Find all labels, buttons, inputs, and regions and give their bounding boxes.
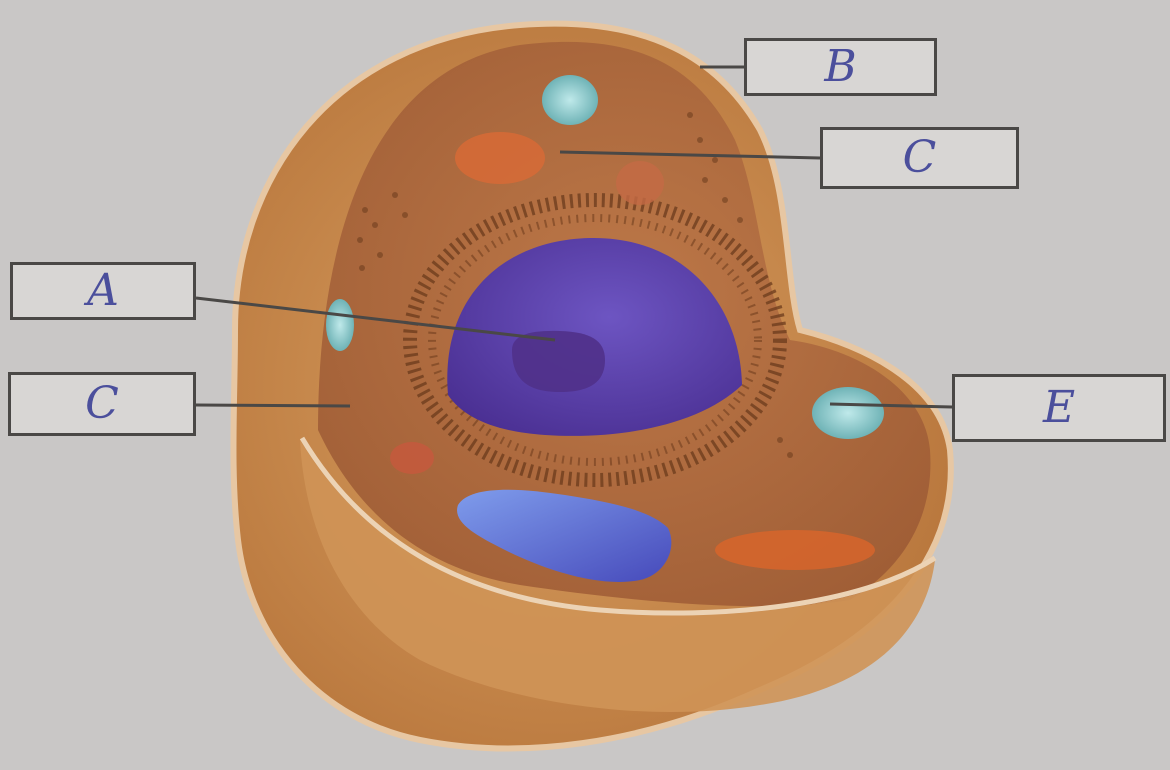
nucleolus (512, 331, 605, 392)
label-c-top-text: C (903, 136, 937, 180)
label-a-text: A (87, 269, 119, 313)
label-box-c-left[interactable]: C (8, 372, 196, 436)
vesicle-right (812, 387, 884, 439)
mitochondrion-top (455, 132, 545, 184)
lysosome (616, 161, 664, 205)
vesicle-top (542, 75, 598, 125)
pointer-line-c-left (196, 405, 350, 406)
label-box-e[interactable]: E (952, 374, 1166, 442)
vesicle-left (326, 299, 354, 351)
label-box-c-top[interactable]: C (820, 127, 1019, 189)
label-box-b[interactable]: B (744, 38, 937, 96)
label-b-text: B (824, 45, 856, 89)
mitochondrion-bottom (715, 530, 875, 570)
label-box-a[interactable]: A (10, 262, 196, 320)
label-e-text: E (1043, 386, 1075, 430)
lysosome-left (390, 442, 434, 474)
label-c-left-text: C (85, 382, 119, 426)
